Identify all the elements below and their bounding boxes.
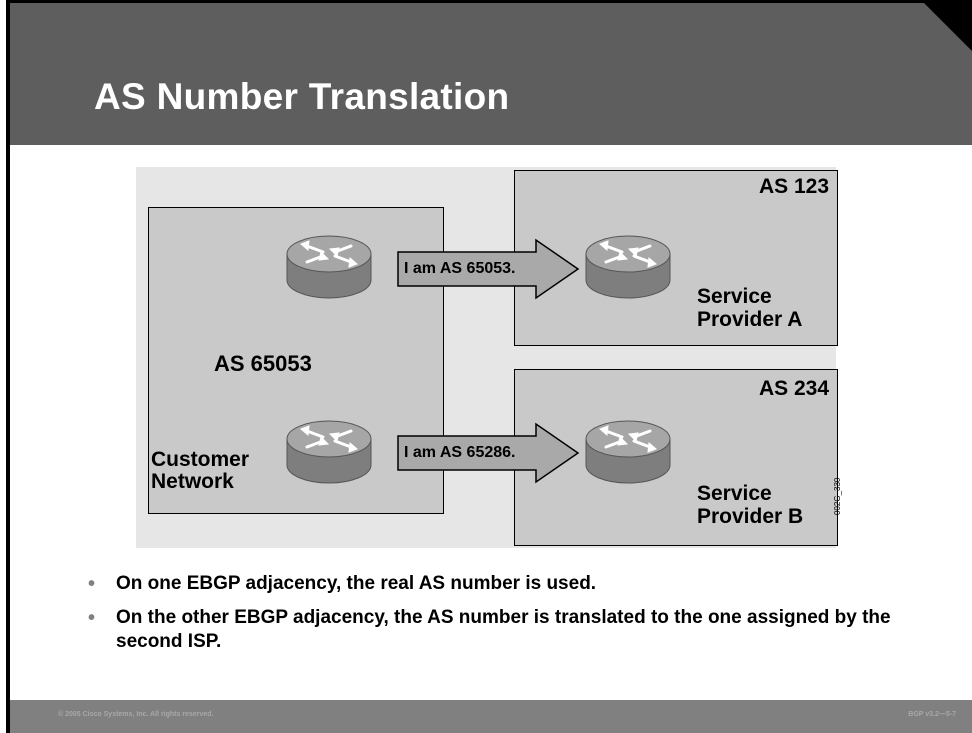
list-item: • On one EBGP adjacency, the real AS num… <box>88 572 948 596</box>
provider-a-as-label: AS 123 <box>758 175 829 198</box>
list-item: • On the other EBGP adjacency, the AS nu… <box>88 606 948 654</box>
router-icon <box>585 420 671 484</box>
title-bar <box>10 3 972 145</box>
frame-left-border <box>6 0 10 733</box>
arrow-top-label: I am AS 65053. <box>404 260 516 277</box>
copyright-text: © 2005 Cisco Systems, Inc. All rights re… <box>58 711 214 718</box>
corner-triangle <box>924 3 972 51</box>
footer-bar: © 2005 Cisco Systems, Inc. All rights re… <box>10 700 972 733</box>
bullet-icon: • <box>88 573 96 595</box>
arrow-right-icon <box>397 422 580 484</box>
router-icon <box>286 235 372 299</box>
customer-name-line1: Customer <box>151 448 250 471</box>
arrow-bottom-label: I am AS 65286. <box>404 444 516 461</box>
bullet-icon: • <box>88 607 96 629</box>
bullet-list: • On one EBGP adjacency, the real AS num… <box>88 572 948 664</box>
customer-name-line2: Network <box>151 470 234 493</box>
provider-b-as-label: AS 234 <box>758 377 829 400</box>
arrow-right-icon <box>397 238 580 300</box>
bullet-text: On the other EBGP adjacency, the AS numb… <box>116 607 891 652</box>
figure-id: 002G_330 <box>833 477 842 515</box>
frame-top-border <box>6 0 972 3</box>
customer-as-label: AS 65053 <box>214 351 312 376</box>
provider-b-name-line2: Provider B <box>697 505 804 528</box>
course-id: BGP v3.2—5-7 <box>908 711 956 718</box>
router-icon <box>585 235 671 299</box>
provider-a-box: AS 123 Service Provider A <box>514 170 838 346</box>
router-icon <box>286 420 372 484</box>
bullet-text: On one EBGP adjacency, the real AS numbe… <box>116 573 597 594</box>
provider-a-name-line1: Service <box>697 285 772 308</box>
page-title: AS Number Translation <box>94 76 510 117</box>
provider-a-name-line2: Provider A <box>697 308 803 331</box>
provider-b-name-line1: Service <box>697 482 772 505</box>
